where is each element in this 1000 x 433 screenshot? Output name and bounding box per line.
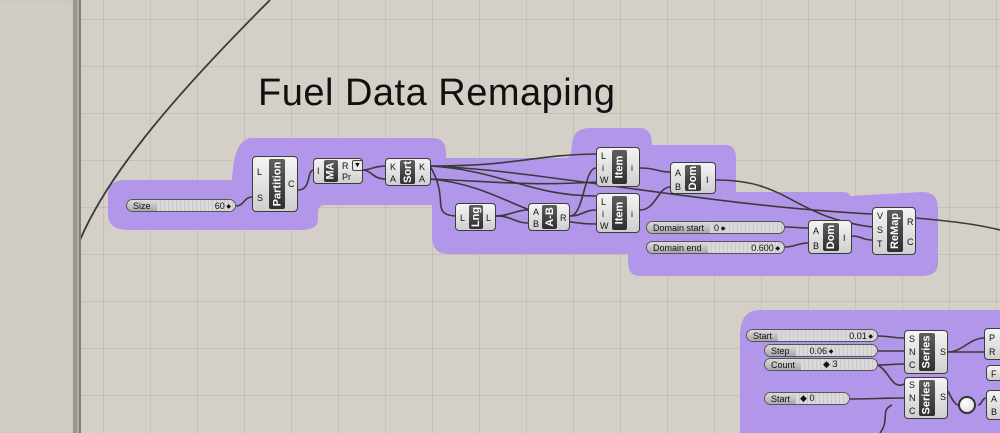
series-start-slider[interactable]: Start 0.01 <box>746 329 878 342</box>
domain-start-slider[interactable]: Domain start 0 <box>646 221 785 234</box>
sort-caption: Sort <box>400 160 415 184</box>
slider-label: Domain start <box>647 222 711 233</box>
dom-component-2[interactable]: A B Dom I <box>808 220 852 254</box>
item-component-1[interactable]: L i W Item i <box>596 147 640 187</box>
dom-component-1[interactable]: A B Dom I <box>670 162 716 194</box>
item-caption: Item <box>612 196 627 230</box>
dom-caption: Dom <box>685 165 701 191</box>
ma-component[interactable]: I MA R Pr ▼ <box>313 158 363 184</box>
slider-label: Start <box>747 330 779 341</box>
partial-component-2[interactable]: F <box>986 365 1000 381</box>
series-count-slider[interactable]: Count ◆ 3 <box>764 358 878 371</box>
slider-value: ◆ 0 <box>800 393 815 403</box>
slider-label: Size <box>127 200 157 211</box>
sort-component[interactable]: K A Sort K A <box>385 158 431 186</box>
subtraction-component[interactable]: A B A-B R <box>528 203 570 231</box>
slider-label: Start <box>765 393 797 404</box>
slider-value: 0.06 <box>810 346 834 356</box>
dom-caption: Dom <box>823 223 839 251</box>
series-caption: Series <box>919 380 935 416</box>
slider-value: ◆ 3 <box>823 359 838 369</box>
item-caption: Item <box>612 150 627 184</box>
arrow-down-icon[interactable]: ▼ <box>352 160 363 171</box>
remap-component[interactable]: V S T ReMap R C <box>872 207 916 255</box>
slider-value: 0.01 <box>849 331 873 341</box>
slider-value: 0.600 <box>751 243 780 253</box>
series-start-slider-2[interactable]: Start ◆ 0 <box>764 392 850 405</box>
slider-value: 60 <box>215 201 231 211</box>
slider-label: Step <box>765 345 796 356</box>
lng-component[interactable]: L Lng L <box>455 203 496 231</box>
remap-caption: ReMap <box>887 210 903 252</box>
partition-component[interactable]: L S Partition C <box>252 156 298 212</box>
slider-value: 0 <box>714 223 725 233</box>
partition-caption: Partition <box>269 159 285 209</box>
series-component-1[interactable]: S N C Series S <box>904 330 948 374</box>
toggle-knob[interactable] <box>958 396 976 414</box>
series-component-2[interactable]: S N C Series S <box>904 377 948 419</box>
canvas-left-edge <box>0 0 81 433</box>
slider-label: Domain end <box>647 242 708 253</box>
domain-end-slider[interactable]: Domain end 0.600 <box>646 241 785 254</box>
series-step-slider[interactable]: Step 0.06 <box>764 344 878 357</box>
partial-component-3[interactable]: A B <box>986 390 1000 420</box>
canvas-title: Fuel Data Remaping <box>258 72 616 114</box>
lng-caption: Lng <box>469 205 483 229</box>
series-caption: Series <box>919 333 935 371</box>
ma-caption: MA <box>324 160 338 182</box>
item-component-2[interactable]: L i W Item i <box>596 193 640 233</box>
partial-component-1[interactable]: P R <box>984 328 1000 360</box>
size-slider[interactable]: Size 60 <box>126 199 236 212</box>
slider-label: Count <box>765 359 802 370</box>
subtraction-caption: A-B <box>542 205 557 229</box>
